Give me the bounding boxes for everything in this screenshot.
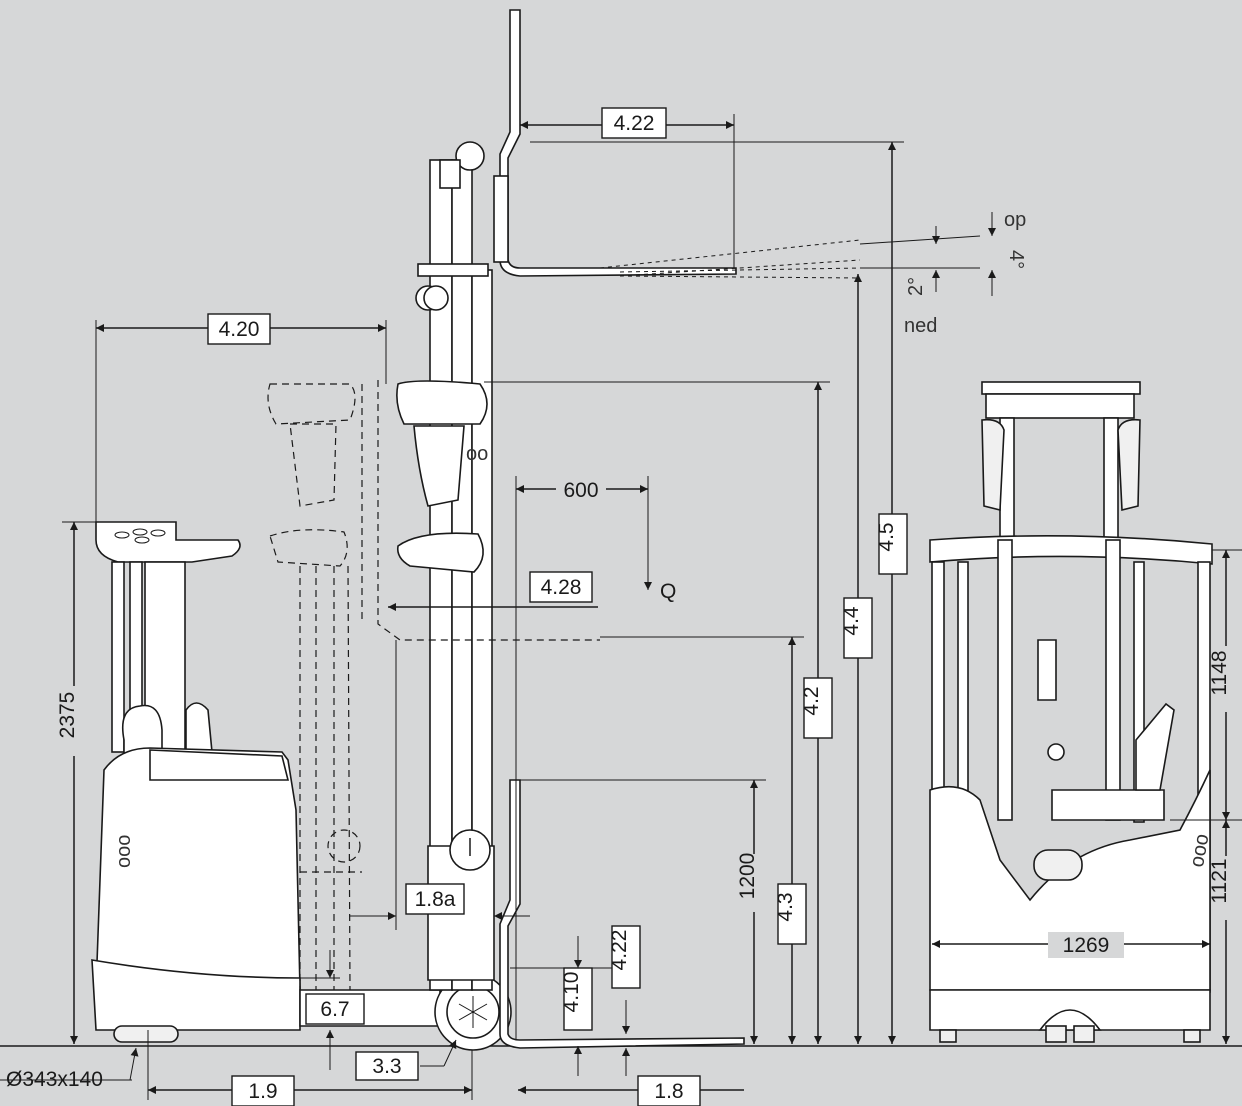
label-text: 1148 [1208, 650, 1231, 695]
label-text: 3.3 [372, 1055, 401, 1078]
front-steering-post [1037, 639, 1057, 701]
front-seat-back [1135, 702, 1175, 791]
front-mast-bracket [981, 418, 1005, 512]
mast-bracket-body [413, 425, 465, 507]
label-text: 4.22 [614, 112, 655, 135]
operator-roof [95, 521, 241, 563]
label-fork-thickness: 4.22 [608, 925, 641, 989]
mast-bracket-top [396, 380, 488, 425]
label-text: 4.2 [800, 686, 823, 715]
front-joystick [1047, 743, 1065, 761]
fork-lowered [499, 779, 745, 1049]
label-ground-clearance-fork: 4.10 [560, 967, 593, 1031]
label-text: 1.8 [654, 1080, 683, 1103]
fork-raised [499, 9, 737, 277]
mast-crossbar [417, 263, 489, 277]
label-text: 4.28 [541, 576, 582, 599]
front-inner-rail [957, 561, 969, 823]
label-dim-1-8a: 1.8a [405, 883, 465, 915]
front-grille [1033, 849, 1083, 881]
front-wheel [1183, 1029, 1201, 1043]
label-text: 1121 [1208, 858, 1231, 903]
chassis-body [95, 747, 301, 991]
label-text: 1200 [736, 853, 759, 900]
label-overhead-guard: 2375 [56, 686, 86, 756]
label-text: 4.4 [840, 606, 863, 636]
roof-detail [132, 528, 148, 536]
label-fork-1200: 1200 [736, 853, 766, 912]
mast-mark: oo [466, 443, 488, 465]
front-base-arch [1038, 1009, 1102, 1031]
label-tilt-down-angle: 2° [905, 277, 927, 296]
label-dim-3-3: 3.3 [355, 1051, 419, 1081]
hose-reel [423, 285, 449, 311]
label-text: 600 [563, 479, 598, 502]
label-dim-6-7: 6.7 [305, 993, 365, 1025]
front-mast-bracket [1117, 418, 1141, 512]
chassis-logo: ooo [113, 835, 135, 868]
front-mast-rail [1103, 417, 1119, 539]
fork-raised-carriage [493, 175, 509, 263]
label-tilt-up: op [1004, 209, 1026, 231]
front-wheel [1073, 1025, 1095, 1043]
seat-side [185, 702, 213, 753]
label-tilt-down: ned [904, 315, 937, 337]
label-load-centre: 600 [556, 476, 606, 502]
label-text: 6.7 [320, 998, 349, 1021]
mast-pulley [455, 141, 485, 171]
label-height-4-5: 4.5 [875, 513, 908, 575]
label-fork-reach-top: 4.22 [601, 107, 667, 139]
drive-wheel [113, 1025, 179, 1043]
roof-detail [150, 529, 166, 537]
label-text: 1.8a [415, 888, 456, 911]
label-height-4-2: 4.2 [800, 677, 833, 739]
roof-detail [134, 536, 150, 544]
label-front-height-1148: 1148 [1208, 646, 1238, 712]
label-text: 2375 [56, 692, 79, 739]
label-height-4-3: 4.3 [774, 883, 807, 945]
load-wheel-spokes [458, 996, 488, 1028]
label-text: 1269 [1063, 934, 1110, 957]
label-text: 4.5 [875, 522, 898, 551]
front-wheel [1045, 1025, 1067, 1043]
front-seat [1051, 789, 1165, 821]
label-reach-mid: 4.28 [529, 571, 593, 603]
label-dim-1-9: 1.9 [231, 1075, 295, 1106]
label-dim-1-8: 1.8 [637, 1075, 701, 1106]
roof-detail [114, 531, 130, 539]
label-text: 4.10 [560, 972, 583, 1013]
seat-back [121, 704, 163, 761]
label-text: 4.3 [774, 892, 797, 921]
front-mast-column [997, 539, 1013, 821]
label-text: 1.9 [248, 1080, 277, 1103]
tilt-up-line [859, 235, 981, 245]
label-front-width: 1269 [1048, 932, 1124, 958]
front-mast-column [1105, 539, 1121, 821]
tilt-dashed-lines [599, 239, 861, 279]
ghost-operator-outline [267, 380, 600, 991]
label-load-symbol: Q [660, 580, 676, 603]
front-inner-rail [1133, 561, 1145, 823]
front-wheel [939, 1029, 957, 1043]
mast-bracket-lower [396, 532, 484, 573]
label-front-height-1121: 1121 [1208, 856, 1238, 920]
label-reach-overall: 4.20 [207, 313, 271, 345]
label-wheel-size: Ø343x140 [6, 1068, 103, 1091]
control-panel [149, 749, 290, 781]
label-tilt-up-angle: 4° [1005, 250, 1027, 269]
label-text: 4.22 [608, 930, 631, 971]
front-mast-top [981, 381, 1141, 395]
front-mast-crossbar [985, 393, 1135, 419]
label-text: 4.20 [219, 318, 260, 341]
roof-post [111, 561, 125, 753]
side-view-truck: ooo oo [91, 9, 981, 1051]
front-overhead-guard [929, 535, 1213, 565]
mast-head [439, 159, 461, 189]
front-view-truck: ooo [929, 381, 1213, 1043]
label-height-4-4: 4.4 [840, 597, 873, 659]
